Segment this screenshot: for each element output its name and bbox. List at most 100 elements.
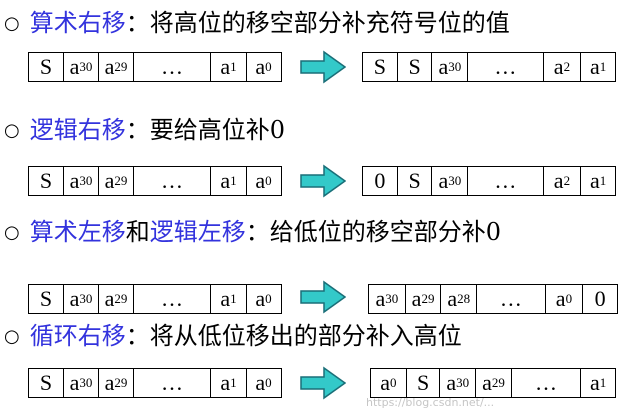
term-label: 算术左移: [29, 218, 126, 246]
cell-main: a: [104, 54, 115, 79]
cell-sub: 29: [114, 173, 128, 188]
cell-main: a: [380, 370, 390, 395]
right-arrow-icon: [300, 280, 346, 314]
cell-main: a: [555, 286, 566, 311]
cell-main: S: [373, 54, 386, 79]
cell-sub: 1: [230, 173, 237, 188]
bullet-icon: ○: [4, 120, 20, 141]
cell-main: …: [535, 370, 558, 395]
cell-sub: 29: [491, 375, 505, 390]
colon: ：: [125, 322, 150, 350]
cell-main: a: [220, 168, 231, 193]
register-cell: S: [29, 167, 64, 195]
cell-main: a: [553, 168, 564, 193]
cell-sub: 30: [456, 375, 470, 390]
section-heading: ○逻辑右移：要给高位补0: [4, 115, 285, 146]
cell-main: …: [494, 168, 517, 193]
cell-sub: 0: [265, 59, 272, 74]
cell-main: a: [255, 286, 266, 311]
cell-sub: 1: [599, 375, 607, 390]
cell-main: a: [438, 54, 449, 79]
cell-main: …: [161, 54, 183, 79]
cell-main: a: [255, 168, 266, 193]
cell-main: a: [220, 370, 231, 395]
register-cell: S: [363, 53, 398, 81]
register-cell: S: [29, 53, 64, 81]
cell-main: …: [161, 286, 183, 311]
section-heading: ○循环右移：将从低位移出的部分补入高位: [4, 321, 462, 352]
term-label: 逻辑右移: [29, 116, 126, 144]
cell-main: a: [446, 370, 457, 395]
bullet-icon: ○: [4, 326, 20, 347]
cell-main: S: [39, 54, 53, 79]
cell-sub: 0: [265, 375, 272, 390]
bullet-icon: ○: [4, 222, 20, 243]
register-cell: …: [512, 369, 582, 397]
register-cell: …: [134, 53, 211, 81]
cell-sub: 28: [457, 291, 471, 306]
description: 给低位的移空部分补0: [269, 218, 501, 246]
colon: ：: [125, 9, 150, 37]
cell-sub: 0: [565, 291, 573, 306]
cell-main: a: [589, 370, 600, 395]
cell-main: a: [447, 286, 458, 311]
description: 将高位的移空部分补充符号位的值: [149, 9, 510, 37]
right-arrow-icon: [300, 366, 346, 400]
cell-main: a: [255, 54, 266, 79]
register-cell: 0: [363, 167, 398, 195]
cell-sub: 30: [448, 173, 462, 188]
cell-main: 0: [374, 168, 386, 193]
section-heading: ○算术左移和逻辑左移：给低位的移空部分补0: [4, 217, 501, 248]
cell-sub: 2: [563, 59, 571, 74]
register-cell: …: [134, 369, 211, 397]
cell-sub: 30: [79, 173, 93, 188]
bullet-icon: ○: [4, 13, 20, 34]
cell-main: a: [482, 370, 492, 395]
cell-sub: 30: [448, 59, 462, 74]
cell-main: …: [161, 370, 183, 395]
description: 要给高位补0: [149, 116, 285, 144]
cell-sub: 1: [230, 59, 237, 74]
cell-main: a: [553, 54, 564, 79]
cell-main: S: [416, 370, 430, 395]
cell-main: a: [438, 168, 449, 193]
term-label: 循环右移: [29, 322, 126, 350]
cell-main: 0: [594, 286, 606, 311]
cell-sub: 1: [230, 291, 237, 306]
register-cell: 0: [583, 285, 617, 313]
cell-sub: 30: [385, 291, 399, 306]
cell-sub: 2: [563, 173, 571, 188]
cell-sub: 29: [114, 59, 128, 74]
cell-main: a: [590, 54, 600, 79]
cell-main: a: [69, 168, 80, 193]
cell-sub: 1: [230, 375, 237, 390]
cell-main: a: [375, 286, 386, 311]
cell-main: a: [220, 286, 231, 311]
cell-sub: 30: [79, 375, 93, 390]
cell-main: S: [408, 54, 421, 79]
